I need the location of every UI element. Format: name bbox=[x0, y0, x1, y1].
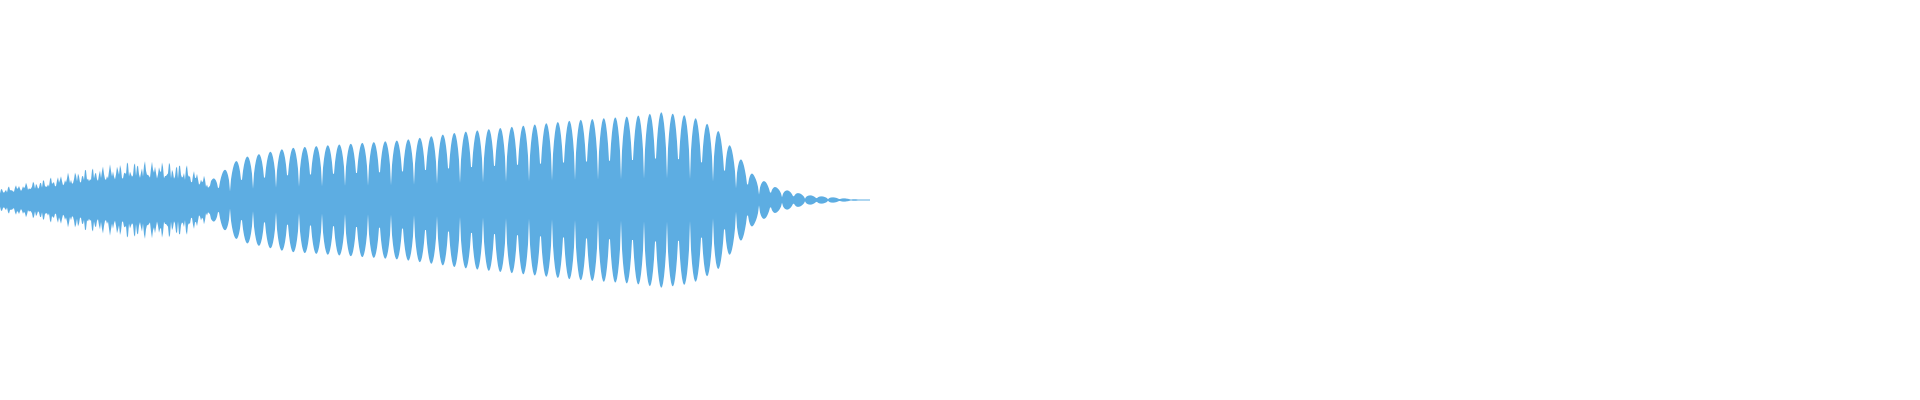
waveform-shape bbox=[0, 112, 864, 288]
waveform-bars bbox=[0, 112, 870, 288]
